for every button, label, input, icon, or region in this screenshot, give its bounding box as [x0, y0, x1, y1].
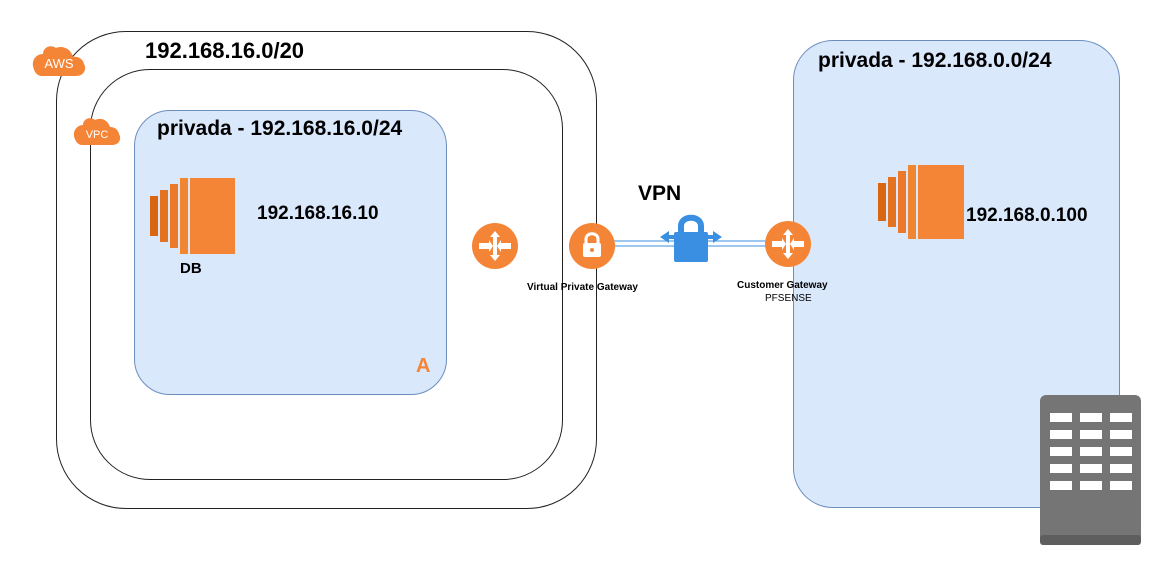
router-icon[interactable] [471, 222, 519, 270]
aws-badge-text: AWS [44, 56, 73, 71]
db-ip-label: 192.168.16.10 [257, 203, 379, 224]
customer-gateway-sublabel: PFSENSE [765, 293, 812, 304]
virtual-private-gateway-label: Virtual Private Gateway [527, 282, 638, 293]
ec2-instance-icon[interactable] [878, 165, 964, 239]
aws-cloud-container [56, 31, 597, 509]
subnet-a-title: privada - 192.168.16.0/24 [157, 117, 403, 140]
db-label: DB [180, 260, 202, 277]
onprem-server-ip: 192.168.0.100 [966, 205, 1088, 226]
ec2-instance-icon[interactable] [150, 178, 235, 254]
onprem-title: privada - 192.168.0.0/24 [818, 49, 1052, 72]
router-icon[interactable] [764, 220, 812, 268]
vpc-container [90, 69, 563, 480]
aws-cidr-title: 192.168.16.0/20 [145, 38, 305, 63]
vpc-badge-text: VPC [86, 129, 109, 141]
vpn-lock-icon[interactable] [660, 212, 722, 264]
vpn-gateway-icon[interactable] [568, 222, 616, 270]
vpn-label: VPN [638, 182, 682, 205]
building-icon [1040, 395, 1141, 545]
vpc-cloud-icon: VPC [73, 118, 121, 145]
customer-gateway-label: Customer Gateway [737, 280, 828, 291]
availability-zone-label: A [416, 355, 431, 377]
aws-cloud-icon: AWS [32, 46, 86, 76]
